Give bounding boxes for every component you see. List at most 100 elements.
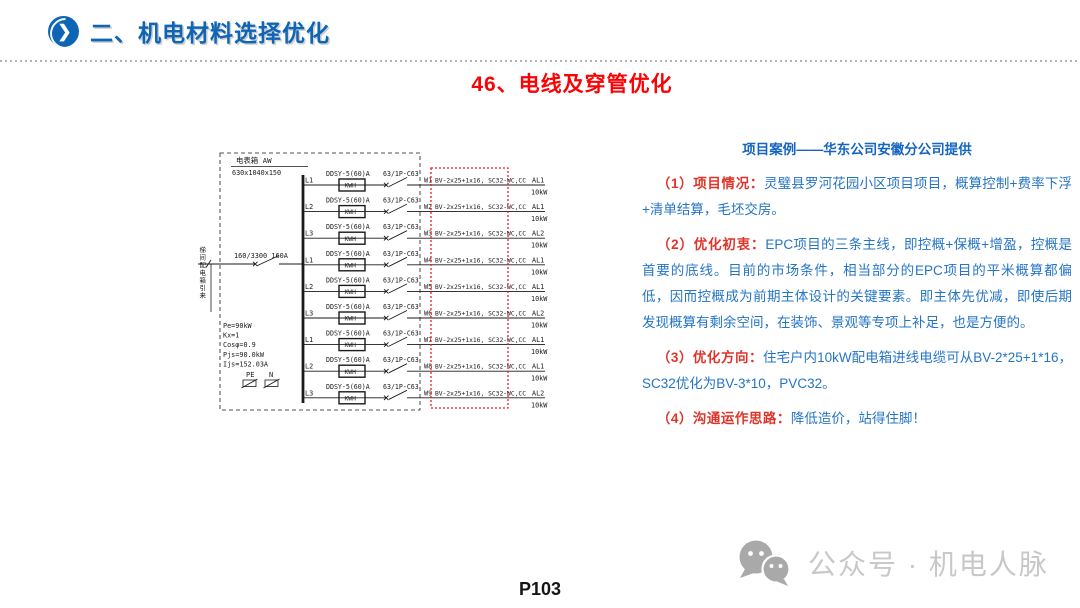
branch-phase-label: L3	[305, 310, 313, 318]
branch-destination-label: AL1	[532, 363, 544, 371]
branch-wire-id-label: W6	[424, 310, 432, 318]
branch-meter-model-label: DDSY-5(60)A	[326, 250, 370, 258]
n-terminal-label: N	[269, 371, 273, 379]
branch-power-label: 10kW	[531, 189, 548, 197]
branch-phase-label: L3	[305, 389, 313, 397]
branch-wire-id-label: W5	[424, 283, 432, 291]
watermark-text: 公众号 · 机电人脉	[808, 549, 1049, 580]
case-paragraph-text: 住宅户内10kW配电箱进线电缆可从BV-2*25+1*16，SC32优化为BV-…	[642, 350, 1072, 391]
branch-meter-kwh-label: KWH	[345, 183, 357, 190]
case-paragraph: （2）优化初衷：EPC项目的三条主线，即控概+保概+增盈，控概是首要的底线。目前…	[642, 232, 1072, 336]
separator-line	[0, 60, 1080, 62]
incoming-source-label-char: 配	[200, 261, 207, 269]
branch-meter-model-label: DDSY-5(60)A	[326, 303, 370, 311]
case-paragraph-text: 降低造价，站得住脚！	[790, 411, 926, 426]
incoming-source-label-char: 梯	[200, 245, 207, 254]
branch-destination-label: AL1	[532, 336, 544, 344]
branch-wire-id-label: W4	[424, 256, 432, 264]
page-number: P103	[518, 579, 562, 599]
case-paragraphs: （1）项目情况：灵璧县罗河花园小区项目项目，概算控制+费率下浮+清单结算，毛坯交…	[642, 171, 1072, 432]
branch-phase-label: L2	[305, 203, 313, 211]
branch-power-label: 10kW	[531, 375, 548, 383]
meterbox-title: 电表箱 AW	[236, 156, 272, 165]
branch-cable-spec-label: BV-2x25+1x16, SC32-WC,CC	[435, 204, 526, 211]
incoming-source-label-char: 引	[200, 283, 206, 292]
branch-power-label: 10kW	[531, 215, 548, 223]
branch-cable-spec-label: BV-2x25+1x16, SC32-WC,CC	[435, 178, 526, 185]
branch-wire-id-label: W2	[424, 203, 432, 211]
branch-power-label: 10kW	[531, 322, 548, 330]
branch-destination-label: AL1	[532, 177, 544, 185]
branch-meter-kwh-label: KWH	[345, 369, 357, 376]
branch-phase-label: L3	[305, 230, 313, 238]
calc-param-line: Pjs=90.0kW	[223, 351, 265, 359]
meterbox-size: 630x1040x150	[232, 169, 281, 177]
branch-meter-model-label: DDSY-5(60)A	[326, 383, 370, 391]
branch-meter-kwh-label: KWH	[345, 209, 357, 216]
case-paragraph: （4）沟通运作思路：降低造价，站得住脚！	[642, 406, 1072, 432]
case-paragraph-label: （2）优化初衷：	[656, 237, 766, 252]
branch-power-label: 10kW	[531, 268, 548, 276]
incoming-switch-label: 160/3300 160A	[234, 252, 289, 260]
branch-cable-spec-label: BV-2x25+1x16, SC32-WC,CC	[435, 231, 526, 238]
branch-phase-label: L2	[305, 363, 313, 371]
branch-phase-label: L1	[305, 256, 313, 264]
branch-destination-label: AL1	[532, 256, 544, 264]
chevron-right-icon: ❯	[57, 21, 72, 41]
branch-destination-label: AL1	[532, 203, 544, 211]
incoming-source-label-char: 箱	[200, 275, 207, 284]
branch-meter-model-label: DDSY-5(60)A	[326, 276, 370, 284]
branch-meter-model-label: DDSY-5(60)A	[326, 330, 370, 338]
case-paragraph: （1）项目情况：灵璧县罗河花园小区项目项目，概算控制+费率下浮+清单结算，毛坯交…	[642, 171, 1072, 223]
case-paragraph: （3）优化方向：住宅户内10kW配电箱进线电缆可从BV-2*25+1*16，SC…	[642, 345, 1072, 397]
branch-meter-kwh-label: KWH	[345, 316, 357, 323]
branch-destination-label: AL2	[532, 310, 544, 318]
branch-meter-kwh-label: KWH	[345, 262, 357, 269]
calc-param-line: Ijs=152.03A	[223, 360, 268, 368]
branch-wire-id-label: W9	[424, 389, 432, 397]
branch-phase-label: L2	[305, 283, 313, 291]
incoming-source-label-char: 间	[200, 254, 206, 262]
branch-cable-spec-label: BV-2x25+1x16, SC32-WC,CC	[435, 390, 526, 397]
slide-header: ❯ 二、机电材料选择优化	[48, 14, 330, 48]
branch-power-label: 10kW	[531, 348, 548, 356]
case-paragraph-text: EPC项目的三条主线，即控概+保概+增盈，控概是首要的底线。目前的市场条件，相当…	[642, 237, 1072, 330]
branch-breaker-label: 63/1P-C63	[383, 330, 419, 338]
page-title: 46、电线及穿管优化	[471, 73, 673, 96]
branch-destination-label: AL2	[532, 230, 544, 238]
case-paragraph-label: （1）项目情况：	[656, 176, 764, 191]
incoming-source-label-char: 来	[200, 292, 207, 300]
branch-breaker-label: 63/1P-C63	[383, 356, 419, 364]
branch-breaker-label: 63/1P-C63	[383, 303, 419, 311]
case-panel: 项目案例——华东公司安徽分公司提供 （1）项目情况：灵璧县罗河花园小区项目项目，…	[642, 138, 1072, 441]
incoming-source-label-char: 电	[200, 268, 207, 277]
branch-meter-kwh-label: KWH	[345, 236, 357, 243]
branch-cable-spec-label: BV-2x25+1x16, SC32-WC,CC	[435, 364, 526, 371]
branch-cable-spec-label: BV-2x25+1x16, SC32-WC,CC	[435, 284, 526, 291]
branch-breaker-label: 63/1P-C63	[383, 197, 419, 205]
branch-cable-spec-label: BV-2x25+1x16, SC32-WC,CC	[435, 337, 526, 344]
branch-destination-label: AL1	[532, 283, 544, 291]
calc-param-line: Kx=1	[223, 332, 239, 340]
section-title: 二、机电材料选择优化	[90, 20, 330, 46]
branch-breaker-label: 63/1P-C63	[383, 276, 419, 284]
branch-cable-spec-label: BV-2x25+1x16, SC32-WC,CC	[435, 311, 526, 318]
branch-wire-id-label: W8	[424, 363, 432, 371]
branch-power-label: 10kW	[531, 242, 548, 250]
branch-meter-model-label: DDSY-5(60)A	[326, 197, 370, 205]
pe-terminal-label: PE	[246, 371, 254, 379]
branch-wire-id-label: W1	[424, 177, 432, 185]
branch-cable-spec-label: BV-2x25+1x16, SC32-WC,CC	[435, 257, 526, 264]
branch-phase-label: L1	[305, 336, 313, 344]
case-paragraph-text: 灵璧县罗河花园小区项目项目，概算控制+费率下浮+清单结算，毛坯交房。	[642, 176, 1072, 217]
branch-destination-label: AL2	[532, 389, 544, 397]
watermark: 公众号 · 机电人脉	[735, 538, 1049, 588]
case-paragraph-label: （3）优化方向：	[656, 350, 763, 365]
branch-meter-model-label: DDSY-5(60)A	[326, 170, 370, 178]
branch-breaker-label: 63/1P-C63	[383, 383, 419, 391]
case-heading: 项目案例——华东公司安徽分公司提供	[742, 142, 972, 157]
branch-power-label: 10kW	[531, 401, 548, 409]
